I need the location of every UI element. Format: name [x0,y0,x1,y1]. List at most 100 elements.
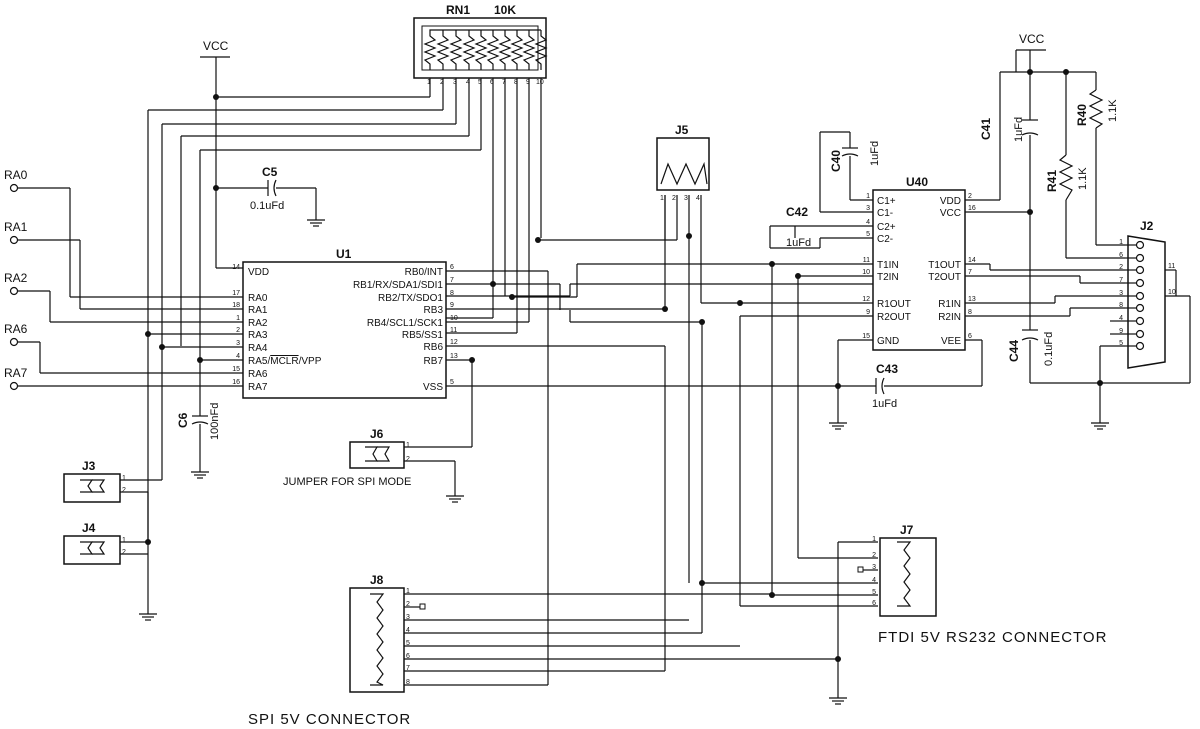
u1-pin-number: 12 [450,339,458,346]
svg-text:1uFd: 1uFd [872,398,897,410]
u40-pin-number: 15 [862,333,870,340]
u40-pin-label: R1IN [938,299,961,310]
u1-pin-label: RA7 [248,382,268,393]
u1-pin-label: RA1 [248,305,268,316]
j8-pin-number: 3 [406,614,410,621]
connector-j4: J4 1 2 [63,521,126,565]
connector-j3: J3 1 2 [63,459,126,503]
u1-pin-number: 5 [450,379,454,386]
j7-pin-number: 3 [872,564,876,571]
capacitor-c41: C41 1uFd [979,117,1039,142]
j7-pin-number: 5 [872,589,876,596]
db9-pin [1135,316,1145,326]
svg-text:1uFd: 1uFd [786,237,811,249]
svg-text:1uFd: 1uFd [869,141,881,166]
u1-pin-label: RB3 [424,305,444,316]
svg-text:5: 5 [478,79,482,86]
vcc-label-right: VCC [1019,32,1045,46]
u40-pin-number: 11 [863,257,870,264]
db9-pin [1135,278,1145,288]
u40-pin-number: 2 [968,193,972,200]
spi-connector-caption: SPI 5V CONNECTOR [248,711,411,728]
u40-pin-number: 16 [968,205,976,212]
j7-pin-number: 1 [872,536,876,543]
j8-pin-number: 2 [406,601,410,608]
u40-pin-label: VDD [940,196,961,207]
u1-pin-number: 2 [236,327,240,334]
u40-pin-label: T1OUT [928,260,961,271]
u1-pin-label: VSS [423,382,443,393]
u1-pin-number: 13 [450,353,458,360]
u40-pin-label: T2OUT [928,272,961,283]
u40-pin-number: 1 [866,193,870,200]
u1-pin-number: 8 [450,290,454,297]
svg-text:J2: J2 [1140,219,1154,233]
svg-text:4: 4 [466,79,470,86]
svg-text:1uFd: 1uFd [1013,117,1025,142]
u40-pin-number: 8 [968,309,972,316]
u1-pin-number: 3 [236,340,240,347]
svg-text:2: 2 [122,487,126,494]
u40-pin-label: R2IN [938,312,961,323]
u1-pin-label: RB5/SS1 [402,330,444,341]
u1-pin-number: 9 [450,302,454,309]
svg-text:1.1K: 1.1K [1107,99,1119,122]
db9-pin [1135,329,1145,339]
u40-pin-number: 7 [968,269,972,276]
u40-pin-number: 13 [968,296,976,303]
u1-pin-number: 16 [232,379,240,386]
u1-pin-number: 7 [450,277,454,284]
u1-pin-label: RB6 [424,342,444,353]
u40-pin-label: GND [877,336,899,347]
db9-pin [1135,240,1145,250]
svg-text:R40: R40 [1075,104,1089,126]
db9-pin [1135,303,1145,313]
j2-pin-number: 2 [1119,264,1123,271]
u40-pin-label: C2- [877,234,893,245]
rn1-value-label: 10K [494,3,516,17]
svg-text:4: 4 [696,195,700,202]
j7-pin-number: 6 [872,600,876,607]
svg-text:R41: R41 [1045,170,1059,192]
u1-pin-number: 17 [232,290,240,297]
svg-text:J4: J4 [82,521,96,535]
u40-pin-number: 4 [866,219,870,226]
u40-pin-number: 9 [866,309,870,316]
svg-text:2: 2 [672,195,676,202]
svg-text:C44: C44 [1007,340,1021,362]
svg-text:2: 2 [122,549,126,556]
u1-pin-number: 11 [450,327,457,334]
u40-pin-number: 10 [862,269,870,276]
u40-pin-label: R1OUT [877,299,911,310]
jumper-spi-mode-note: JUMPER FOR SPI MODE [283,476,411,488]
svg-text:1: 1 [660,195,664,202]
vcc-label-left: VCC [203,39,229,53]
j8-pin-number: 4 [406,627,410,634]
u40-pin-label: T2IN [877,272,899,283]
db9-pin [1135,265,1145,275]
u1-pin-number: 1 [236,315,240,322]
u40-pin-label: C2+ [877,222,896,233]
svg-text:8: 8 [514,79,518,86]
j8-pin-number: 5 [406,640,410,647]
db9-pin [1135,341,1145,351]
u1-pin-label: RA4 [248,343,268,354]
svg-text:C40: C40 [829,150,843,172]
db9-pin [1135,291,1145,301]
input-signals: RA0 RA1 RA2 RA6 RA7 [4,168,28,391]
u1-pin-number: 10 [450,315,458,322]
j7-pin-number: 2 [872,552,876,559]
svg-text:1: 1 [122,475,126,482]
svg-text:U1: U1 [336,247,352,261]
u1-pin-label: RA3 [248,330,268,341]
u40-pin-label: C1+ [877,196,896,207]
svg-text:RA7: RA7 [4,366,28,380]
svg-text:2: 2 [406,456,410,463]
svg-text:3: 3 [684,195,688,202]
svg-text:RA6: RA6 [4,322,28,336]
svg-text:0.1uFd: 0.1uFd [1043,332,1055,366]
